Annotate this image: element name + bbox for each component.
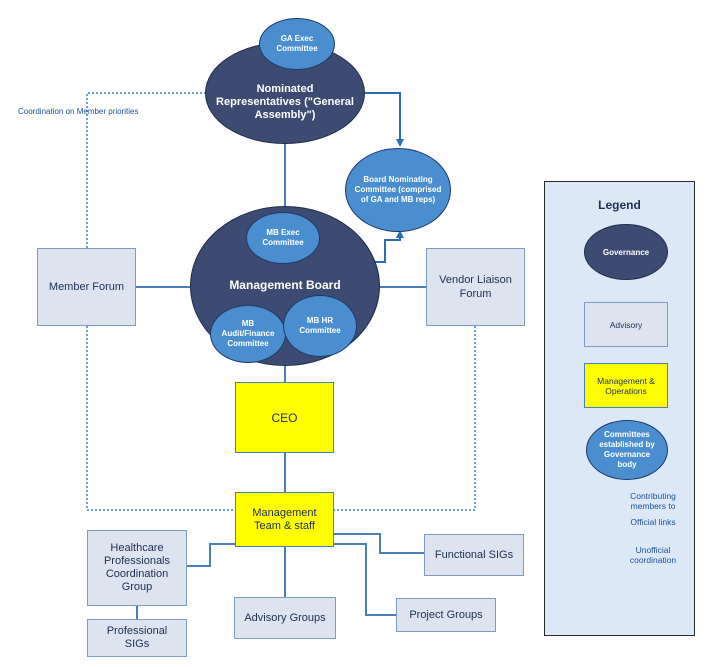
link-mgmt-functional	[334, 533, 424, 554]
legend-committee-swatch: Committees established by Governance bod…	[586, 420, 668, 480]
dotted-memberforum-mgmt	[86, 326, 235, 511]
project-groups-box[interactable]: Project Groups	[396, 598, 496, 632]
link-mgmt-project	[334, 543, 396, 616]
annotation-coordination: Coordination on Member priorities	[18, 107, 139, 116]
healthcare-group-box[interactable]: Healthcare Professionals Coordination Gr…	[87, 530, 187, 606]
dotted-vendor-mgmt	[334, 326, 476, 511]
arrow-ga-nominating	[362, 92, 404, 147]
legend-management-swatch: Management & Operations	[584, 363, 668, 408]
ceo-box[interactable]: CEO	[235, 382, 334, 453]
management-board-label: Management Board	[229, 278, 341, 292]
ceo-label: CEO	[271, 410, 298, 425]
legend-committee-label: Committees established by Governance bod…	[599, 430, 655, 469]
general-assembly-node[interactable]: Nominated Representatives ("General Asse…	[205, 42, 365, 144]
mb-hr-committee-node[interactable]: MB HR Committee	[283, 295, 357, 357]
vendor-forum-label: Vendor Liaison Forum	[439, 274, 512, 300]
management-team-label: Management Team & staff	[252, 506, 317, 532]
general-assembly-label: Nominated Representatives ("General Asse…	[216, 82, 354, 121]
functional-sigs-box[interactable]: Functional SIGs	[424, 534, 524, 576]
legend-unofficial-text: Unofficial coordination	[629, 545, 677, 565]
mb-exec-committee-node[interactable]: MB Exec Committee	[246, 212, 320, 264]
mb-exec-label: MB Exec Committee	[262, 228, 304, 247]
management-team-box[interactable]: Management Team & staff	[235, 492, 334, 547]
board-nominating-committee-node[interactable]: Board Nominating Committee (comprised of…	[345, 148, 451, 232]
mb-audit-committee-node[interactable]: MB Audit/Finance Committee	[210, 305, 286, 363]
vendor-forum-box[interactable]: Vendor Liaison Forum	[426, 248, 525, 326]
legend-official-text: Official links	[630, 517, 676, 527]
member-forum-label: Member Forum	[48, 281, 125, 293]
link-mgmt-healthcare	[187, 543, 235, 567]
arrow-mb-nominating	[375, 230, 404, 263]
mb-audit-label: MB Audit/Finance Committee	[221, 319, 275, 348]
legend-management-label: Management & Operations	[597, 375, 655, 396]
legend-advisory-swatch: Advisory	[584, 302, 668, 347]
healthcare-group-label: Healthcare Professionals Coordination Gr…	[103, 542, 171, 593]
ga-exec-committee-node[interactable]: GA Exec Committee	[259, 18, 335, 70]
legend-governance-swatch: Governance	[584, 224, 668, 280]
dotted-memberforum-ga	[86, 92, 206, 248]
professional-sigs-label: Professional SIGs	[106, 625, 168, 650]
mb-hr-label: MB HR Committee	[299, 316, 341, 335]
functional-sigs-label: Functional SIGs	[434, 549, 514, 561]
professional-sigs-box[interactable]: Professional SIGs	[87, 619, 187, 657]
advisory-groups-box[interactable]: Advisory Groups	[234, 597, 336, 639]
ga-exec-label: GA Exec Committee	[276, 34, 318, 53]
legend-contributing-text: Contributing members to	[630, 491, 676, 511]
legend-governance-label: Governance	[602, 247, 650, 257]
legend-advisory-label: Advisory	[609, 319, 643, 330]
project-groups-label: Project Groups	[409, 609, 483, 621]
member-forum-box[interactable]: Member Forum	[37, 248, 136, 326]
board-nominating-label: Board Nominating Committee (comprised of…	[354, 175, 442, 204]
advisory-groups-label: Advisory Groups	[244, 612, 326, 624]
legend-title: Legend	[598, 198, 641, 212]
